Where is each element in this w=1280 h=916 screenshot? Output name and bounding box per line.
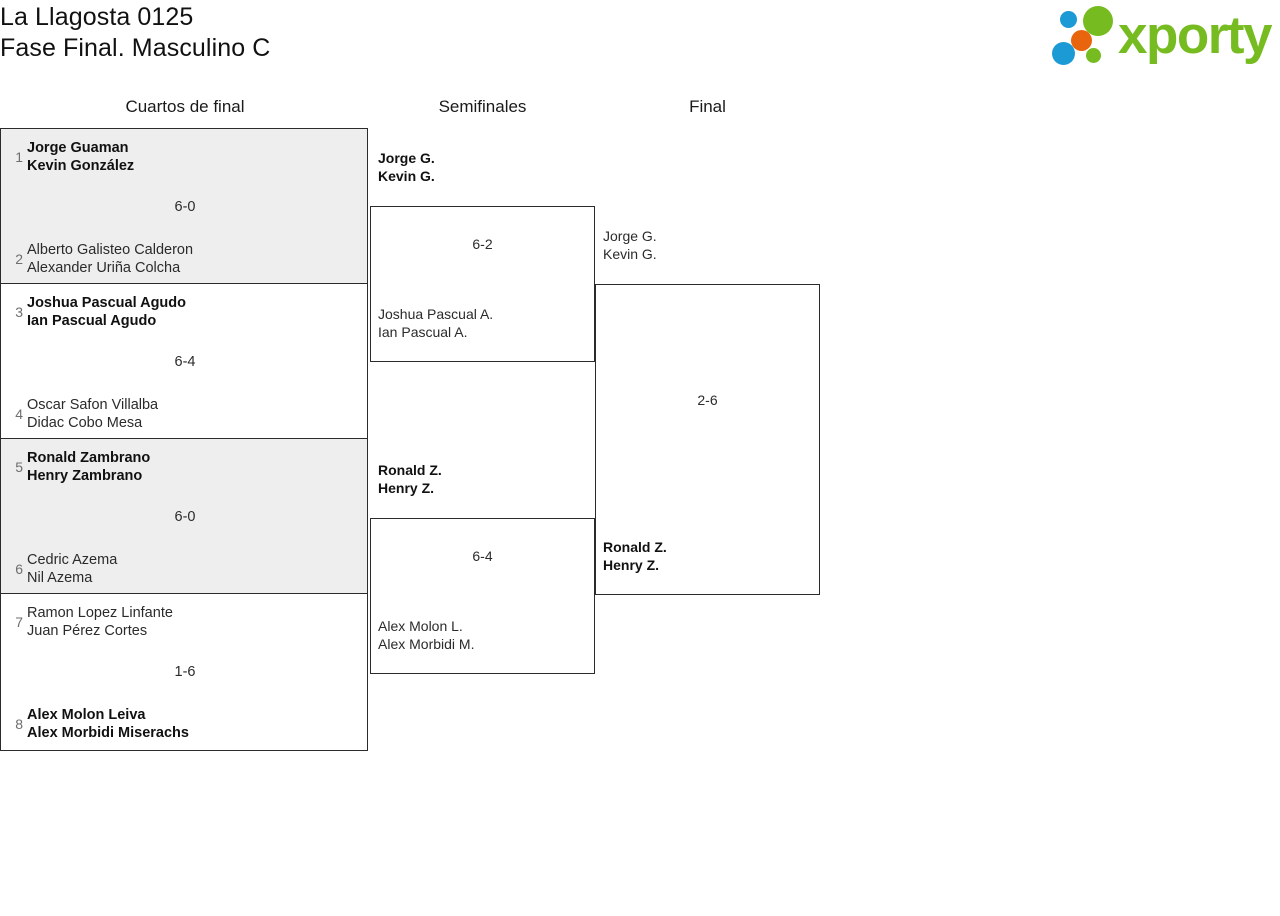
match-score: 6-2 (472, 236, 493, 252)
quarterfinal-match-2[interactable]: 3 Joshua Pascual Agudo Ian Pascual Agudo… (0, 283, 368, 439)
logo-wordmark: xporty (1118, 6, 1272, 65)
round-header-final: Final (689, 97, 726, 116)
team-entry[interactable]: Jorge Guaman Kevin González (27, 139, 134, 175)
team-entry[interactable]: Ronald Z. Henry Z. (603, 538, 667, 574)
logo-dot-blue-large-icon (1052, 42, 1075, 65)
player-name: Alex Morbidi M. (378, 636, 475, 652)
player-name: Alex Morbidi Miserachs (27, 725, 189, 741)
player-name: Alexander Uriña Colcha (27, 260, 181, 276)
match-score: 2-6 (697, 392, 718, 408)
player-name: Henry Z. (603, 557, 660, 573)
player-name: Ian Pascual A. (378, 324, 468, 340)
match-score: 1-6 (174, 664, 196, 680)
player-name: Kevin G. (378, 168, 435, 184)
xporty-logo[interactable]: xporty (1050, 4, 1276, 68)
seed-number: 2 (15, 251, 23, 267)
round-header-quarterfinals: Cuartos de final (125, 97, 245, 116)
player-name: Ramon Lopez Linfante (27, 605, 173, 621)
quarterfinal-match-3[interactable]: 5 Ronald Zambrano Henry Zambrano 6-0 6 C… (0, 438, 368, 594)
player-name: Jorge Guaman (27, 140, 129, 156)
semifinal-match-1[interactable]: Jorge G. Kevin G. 6-2 Joshua Pascual A. … (370, 150, 595, 362)
seed-number: 1 (15, 149, 23, 165)
player-name: Nil Azema (27, 570, 93, 586)
player-name: Joshua Pascual Agudo (27, 295, 186, 311)
logo-dot-orange-icon (1071, 30, 1092, 51)
match-score: 6-4 (472, 548, 493, 564)
player-name: Henry Zambrano (27, 468, 143, 484)
tournament-name: La Llagosta 0125 (0, 3, 194, 31)
team-entry[interactable]: Alberto Galisteo Calderon Alexander Uriñ… (27, 241, 193, 277)
player-name: Jorge G. (603, 228, 657, 244)
team-entry[interactable]: Joshua Pascual A. Ian Pascual A. (378, 305, 493, 341)
player-name: Jorge G. (378, 150, 435, 166)
player-name: Alex Molon Leiva (27, 707, 146, 723)
page-title: La Llagosta 0125 Fase Final. Masculino C (0, 2, 270, 64)
player-name: Alex Molon L. (378, 618, 463, 634)
team-entry[interactable]: Ronald Z. Henry Z. (378, 461, 442, 497)
player-name: Kevin González (27, 158, 135, 174)
match-score: 6-0 (174, 509, 196, 525)
match-score: 6-4 (174, 354, 196, 370)
logo-dots-icon (1050, 4, 1128, 68)
team-entry[interactable]: Ronald Zambrano Henry Zambrano (27, 449, 150, 485)
team-entry[interactable]: Alex Molon Leiva Alex Morbidi Miserachs (27, 706, 189, 742)
player-name: Ronald Z. (378, 462, 442, 478)
team-entry[interactable]: Alex Molon L. Alex Morbidi M. (378, 617, 474, 653)
round-header-semifinals: Semifinales (438, 97, 527, 116)
player-name: Cedric Azema (27, 552, 118, 568)
seed-number: 4 (15, 406, 23, 422)
player-name: Didac Cobo Mesa (27, 415, 143, 431)
match-score: 6-0 (174, 199, 196, 215)
player-name: Kevin G. (603, 246, 657, 262)
player-name: Alberto Galisteo Calderon (27, 242, 194, 258)
team-entry[interactable]: Jorge G. Kevin G. (603, 227, 657, 263)
page-header: La Llagosta 0125 Fase Final. Masculino C… (0, 0, 1280, 90)
team-entry[interactable]: Jorge G. Kevin G. (378, 149, 435, 185)
seed-number: 8 (15, 716, 23, 732)
semifinal-match-2[interactable]: Ronald Z. Henry Z. 6-4 Alex Molon L. Ale… (370, 462, 595, 674)
seed-number: 3 (15, 304, 23, 320)
team-entry[interactable]: Ramon Lopez Linfante Juan Pérez Cortes (27, 604, 173, 640)
logo-dot-green-small-icon (1086, 48, 1101, 63)
logo-dot-blue-small-icon (1060, 11, 1077, 28)
team-entry[interactable]: Oscar Safon Villalba Didac Cobo Mesa (27, 396, 158, 432)
seed-number: 6 (15, 561, 23, 577)
quarterfinal-match-1[interactable]: 1 Jorge Guaman Kevin González 6-0 2 Albe… (0, 128, 368, 284)
team-entry[interactable]: Cedric Azema Nil Azema (27, 551, 117, 587)
logo-dot-green-large-icon (1083, 6, 1113, 36)
final-match[interactable]: Jorge G. Kevin G. 2-6 Ronald Z. Henry Z. (595, 228, 820, 595)
tournament-phase: Fase Final. Masculino C (0, 34, 271, 62)
player-name: Oscar Safon Villalba (27, 397, 159, 413)
player-name: Henry Z. (378, 480, 435, 496)
player-name: Joshua Pascual A. (378, 306, 494, 322)
quarterfinal-match-4[interactable]: 7 Ramon Lopez Linfante Juan Pérez Cortes… (0, 593, 368, 751)
player-name: Ronald Zambrano (27, 450, 151, 466)
seed-number: 7 (15, 614, 23, 630)
seed-number: 5 (15, 459, 23, 475)
player-name: Ian Pascual Agudo (27, 313, 157, 329)
player-name: Ronald Z. (603, 539, 667, 555)
player-name: Juan Pérez Cortes (27, 623, 148, 639)
team-entry[interactable]: Joshua Pascual Agudo Ian Pascual Agudo (27, 294, 186, 330)
